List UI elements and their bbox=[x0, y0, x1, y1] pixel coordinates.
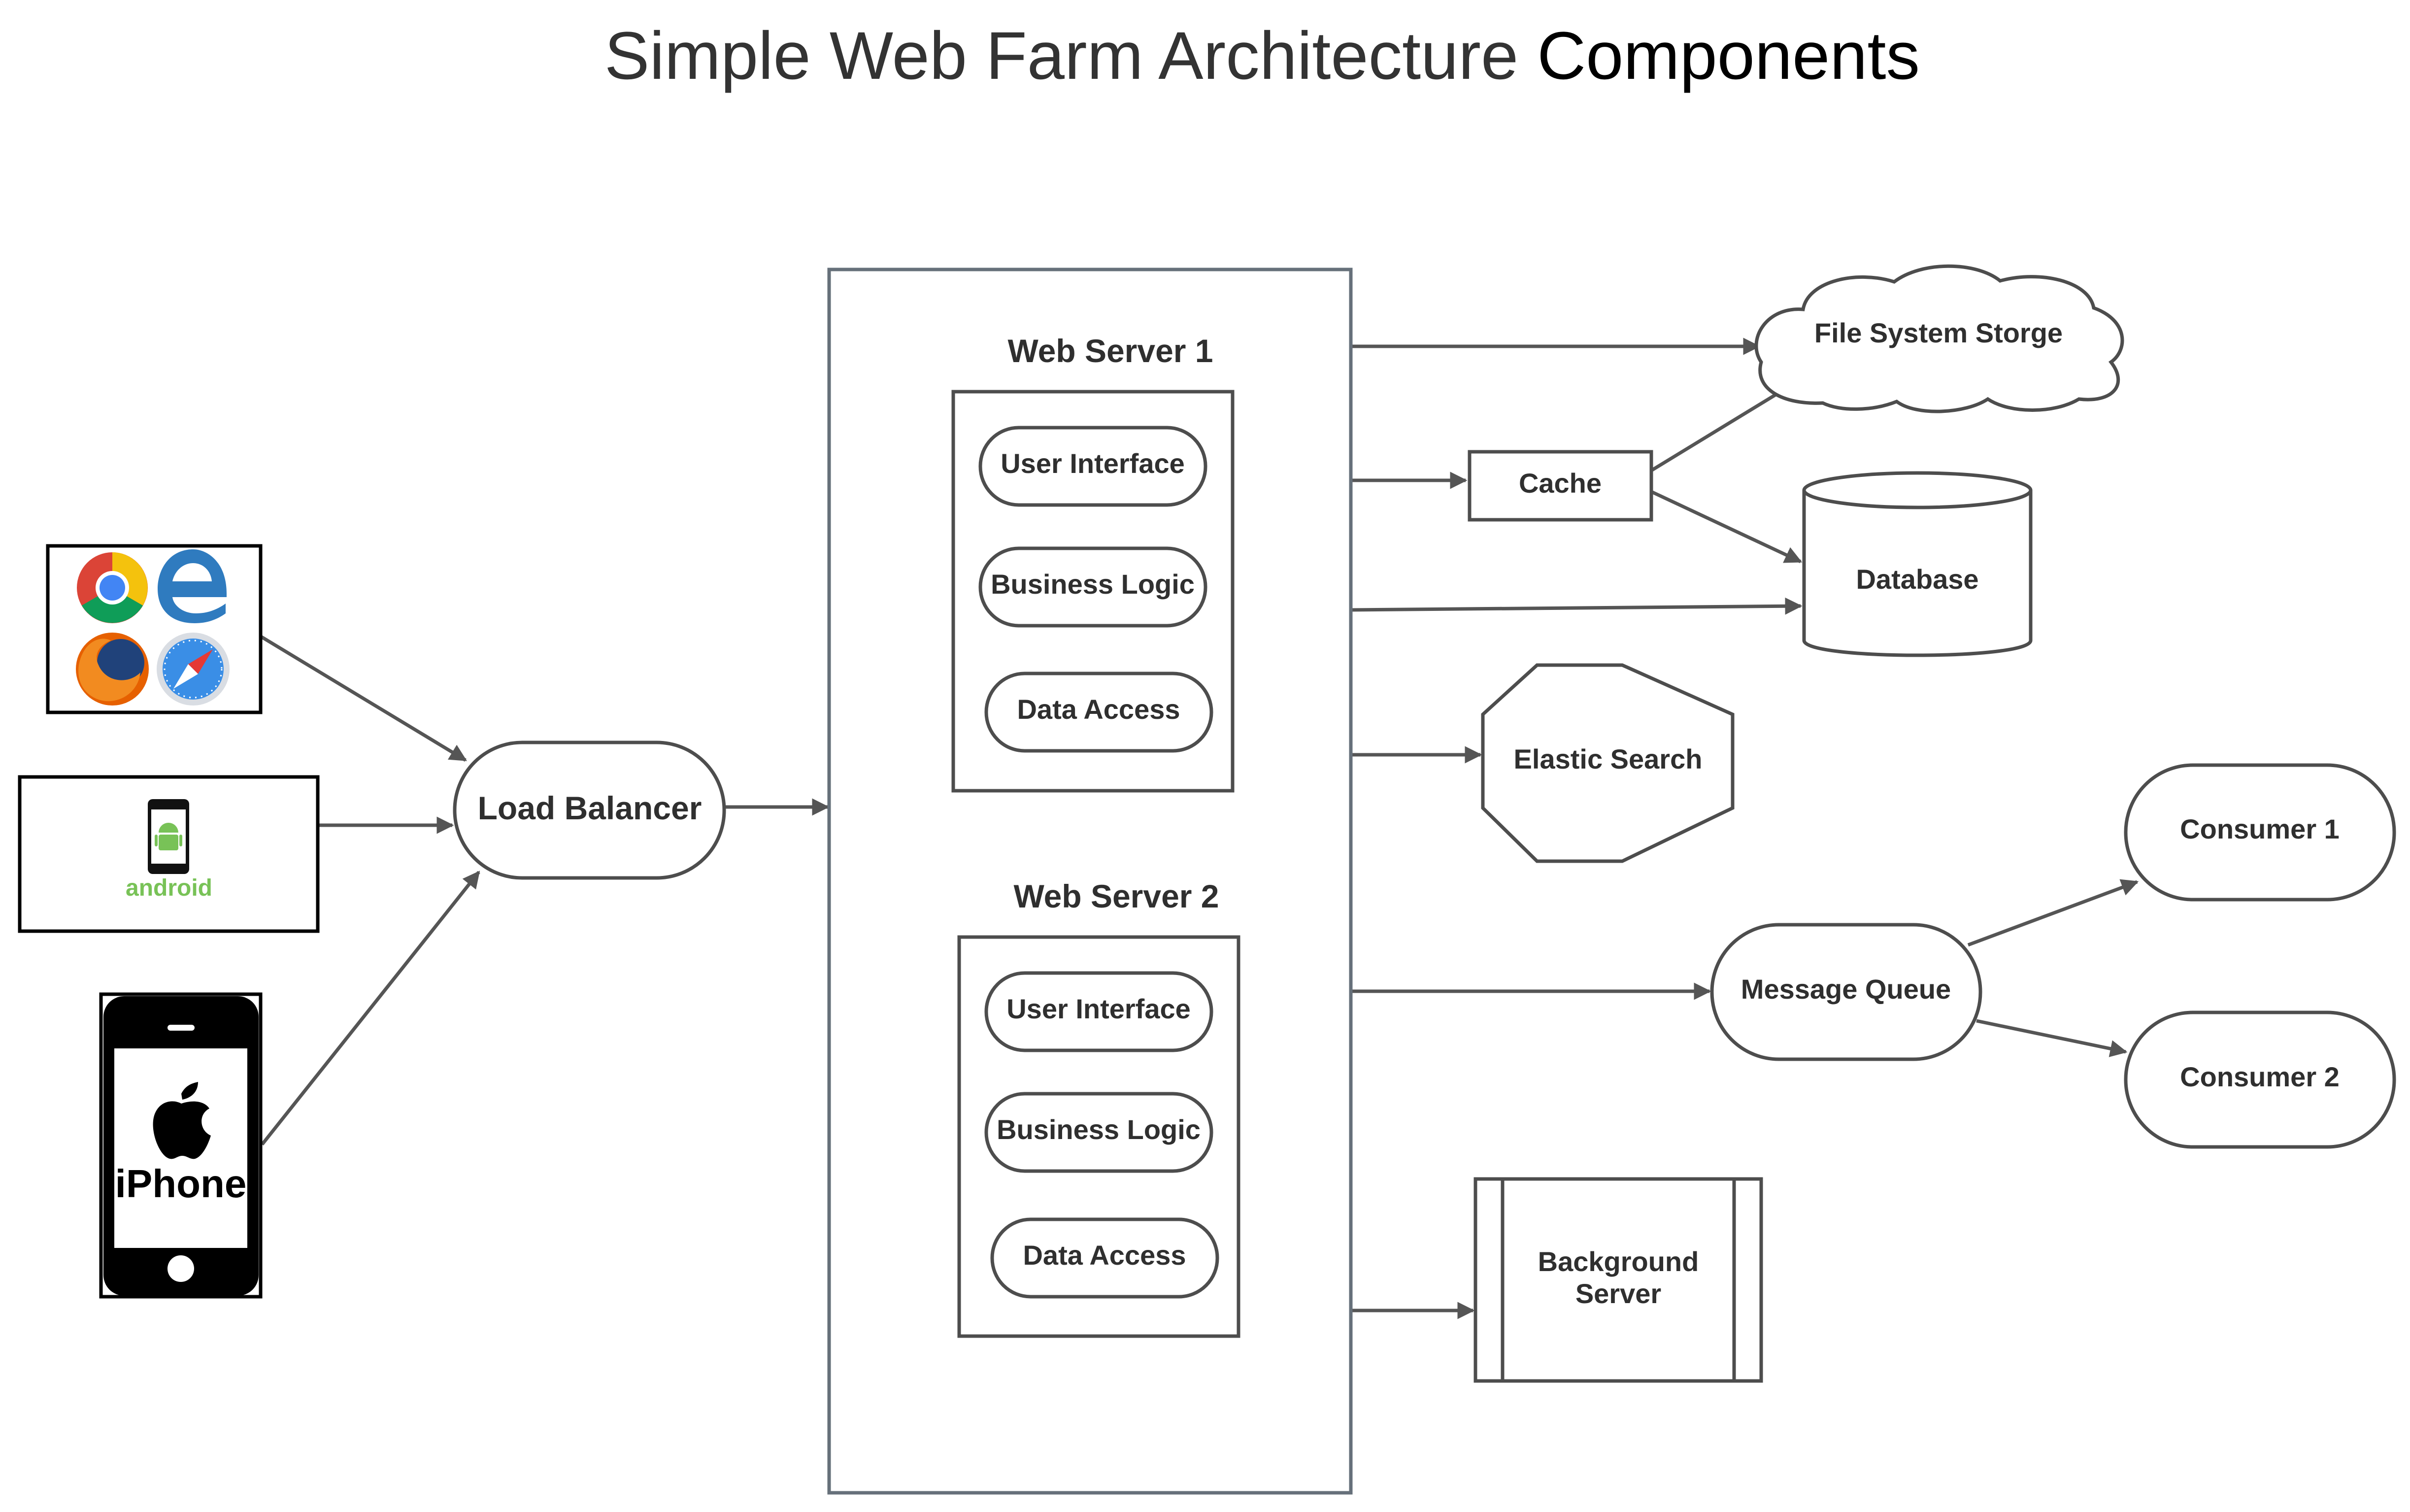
browsers-frame bbox=[46, 544, 263, 714]
browsers-client bbox=[46, 544, 263, 714]
edge-iphone-to-lb bbox=[261, 871, 480, 1146]
edge-icon bbox=[158, 549, 227, 623]
cache: Cache bbox=[1468, 450, 1653, 522]
web-server-1: Web Server 1 User Interface Business Log… bbox=[951, 333, 1235, 793]
message-queue-shape bbox=[1710, 923, 1982, 1061]
edge-browsers-to-lb bbox=[254, 632, 467, 762]
cloud-shape bbox=[1754, 264, 2124, 413]
consumer-2: Consumer 2 bbox=[2124, 1010, 2396, 1149]
load-balancer: Load Balancer bbox=[453, 740, 726, 880]
firefox-icon bbox=[76, 633, 149, 706]
chrome-icon bbox=[77, 552, 148, 623]
database-cylinder-top bbox=[1802, 471, 2033, 509]
ws1-business-logic-label: Business Logic bbox=[991, 569, 1195, 600]
elastic-search-octagon bbox=[1481, 663, 1735, 863]
file-system-storage-label: File System Storge bbox=[1814, 317, 2063, 348]
ws1-business-logic bbox=[978, 546, 1207, 628]
consumer-2-shape bbox=[2124, 1010, 2396, 1149]
connections bbox=[254, 337, 2139, 1319]
edge-mq-to-consumer2 bbox=[1976, 1019, 2128, 1057]
web-server-2-title: Web Server 2 bbox=[1013, 878, 1219, 914]
file-system-storage: File System Storge bbox=[1754, 264, 2124, 413]
consumer-1: Consumer 1 bbox=[2124, 763, 2396, 902]
background-server: Background Server bbox=[1473, 1177, 1763, 1383]
background-server-shape bbox=[1473, 1177, 1763, 1383]
background-server-label-line1: Background bbox=[1538, 1246, 1699, 1277]
ws1-user-interface-label: User Interface bbox=[1001, 448, 1185, 479]
consumer-2-label: Consumer 2 bbox=[2180, 1061, 2340, 1092]
web-server-2: Web Server 2 User Interface Business Log… bbox=[957, 878, 1240, 1338]
web-server-1-title: Web Server 1 bbox=[1007, 333, 1213, 369]
iphone-label: iPhone bbox=[115, 1162, 247, 1206]
consumer-1-label: Consumer 1 bbox=[2180, 813, 2340, 844]
iphone-client: iPhone bbox=[99, 992, 263, 1299]
web-farm: Web Server 1 User Interface Business Log… bbox=[827, 268, 1353, 1495]
edge-cache-to-database bbox=[1650, 490, 1803, 564]
safari-icon bbox=[157, 633, 230, 706]
ws1-user-interface bbox=[978, 426, 1207, 507]
cache-shape bbox=[1468, 450, 1653, 522]
database-label: Database bbox=[1856, 564, 1978, 595]
ws2-user-interface-label: User Interface bbox=[1006, 993, 1191, 1024]
diagram-title: Simple Web Farm Architecture Components bbox=[604, 18, 1920, 94]
database-cylinder-body bbox=[1802, 490, 2033, 657]
ws1-data-access-label: Data Access bbox=[1017, 694, 1180, 725]
edge-farm-to-database bbox=[1350, 597, 1803, 615]
consumer-1-shape bbox=[2124, 763, 2396, 902]
elastic-search-label: Elastic Search bbox=[1514, 743, 1703, 774]
android-phone-icon bbox=[148, 799, 189, 874]
ws2-data-access-label: Data Access bbox=[1023, 1240, 1186, 1271]
android-label: android bbox=[126, 875, 212, 901]
database: Database bbox=[1802, 471, 2033, 657]
apple-logo-icon bbox=[153, 1082, 211, 1159]
title-emphasis: Components bbox=[1537, 18, 1920, 94]
edge-mq-to-consumer1 bbox=[1967, 879, 2139, 947]
load-balancer-label: Load Balancer bbox=[478, 790, 702, 826]
elastic-search: Elastic Search bbox=[1481, 663, 1735, 863]
android-client: android bbox=[18, 775, 320, 933]
ws2-user-interface bbox=[984, 971, 1213, 1052]
ws1-data-access bbox=[984, 672, 1213, 753]
message-queue: Message Queue bbox=[1710, 923, 1982, 1061]
background-server-label-line2: Server bbox=[1575, 1278, 1661, 1309]
cache-label: Cache bbox=[1519, 468, 1602, 499]
load-balancer-shape bbox=[453, 740, 726, 880]
message-queue-label: Message Queue bbox=[1741, 974, 1951, 1005]
title-main: Simple Web Farm Architecture bbox=[604, 18, 1518, 94]
ws2-data-access bbox=[990, 1217, 1219, 1299]
ws2-business-logic bbox=[984, 1092, 1213, 1173]
ws2-business-logic-label: Business Logic bbox=[997, 1114, 1201, 1145]
